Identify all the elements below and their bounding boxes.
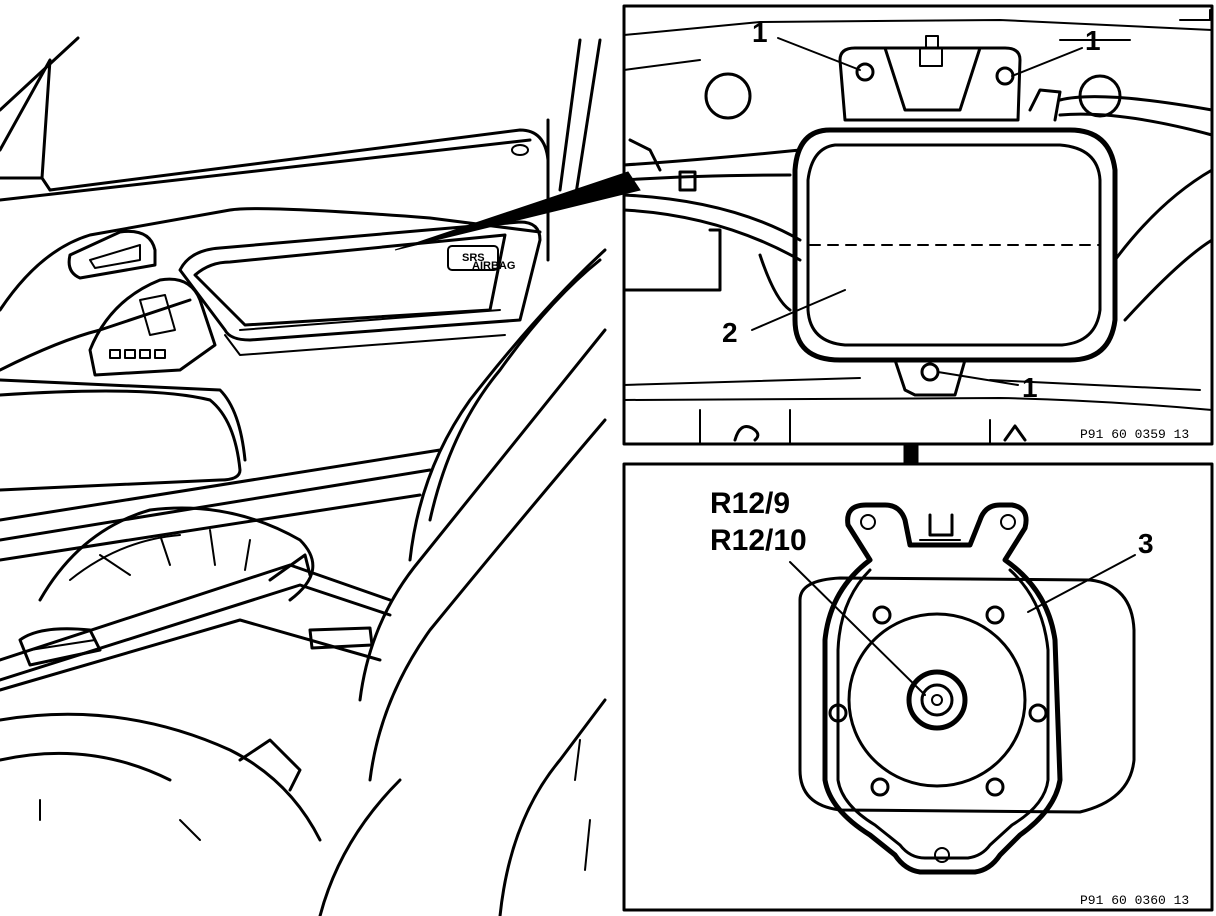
mount-bolt (920, 362, 940, 382)
detail-pointer (394, 171, 641, 251)
callout-2: 2 (722, 317, 738, 348)
srs-badge-text: SRS (462, 252, 485, 264)
mount-bolt (855, 62, 875, 82)
bottom-detail-frame (622, 462, 1214, 912)
airbag-module (792, 127, 1118, 363)
callout-3: 3 (1138, 528, 1154, 559)
label-r12-10: R12/10 (710, 524, 807, 557)
callout-1-left: 1 (752, 17, 768, 48)
label-r12-9: R12/9 (710, 487, 790, 520)
top-detail-view: 1 1 2 1 P91 60 0359 13 (622, 4, 1214, 446)
ignition-squib (906, 669, 968, 731)
gas-generator-bracket (822, 502, 1063, 875)
srs-badge: SRS AIRBAG (447, 245, 515, 272)
callout-1-right: 1 (1085, 25, 1101, 56)
srs-badge-subtext: AIRBAG (472, 260, 515, 272)
inflator-disc (847, 612, 1027, 788)
interior-overview: SRS AIRBAG (0, 36, 641, 916)
bottom-detail-ref-code: P91 60 0360 13 (1080, 893, 1189, 908)
mount-bolt (995, 66, 1015, 86)
top-detail-ref-code: P91 60 0359 13 (1080, 427, 1189, 442)
bottom-detail-view: R12/9 R12/10 3 P91 60 0360 13 (622, 462, 1214, 912)
frame-connector (903, 443, 919, 465)
callout-1-bottom: 1 (1022, 372, 1038, 403)
